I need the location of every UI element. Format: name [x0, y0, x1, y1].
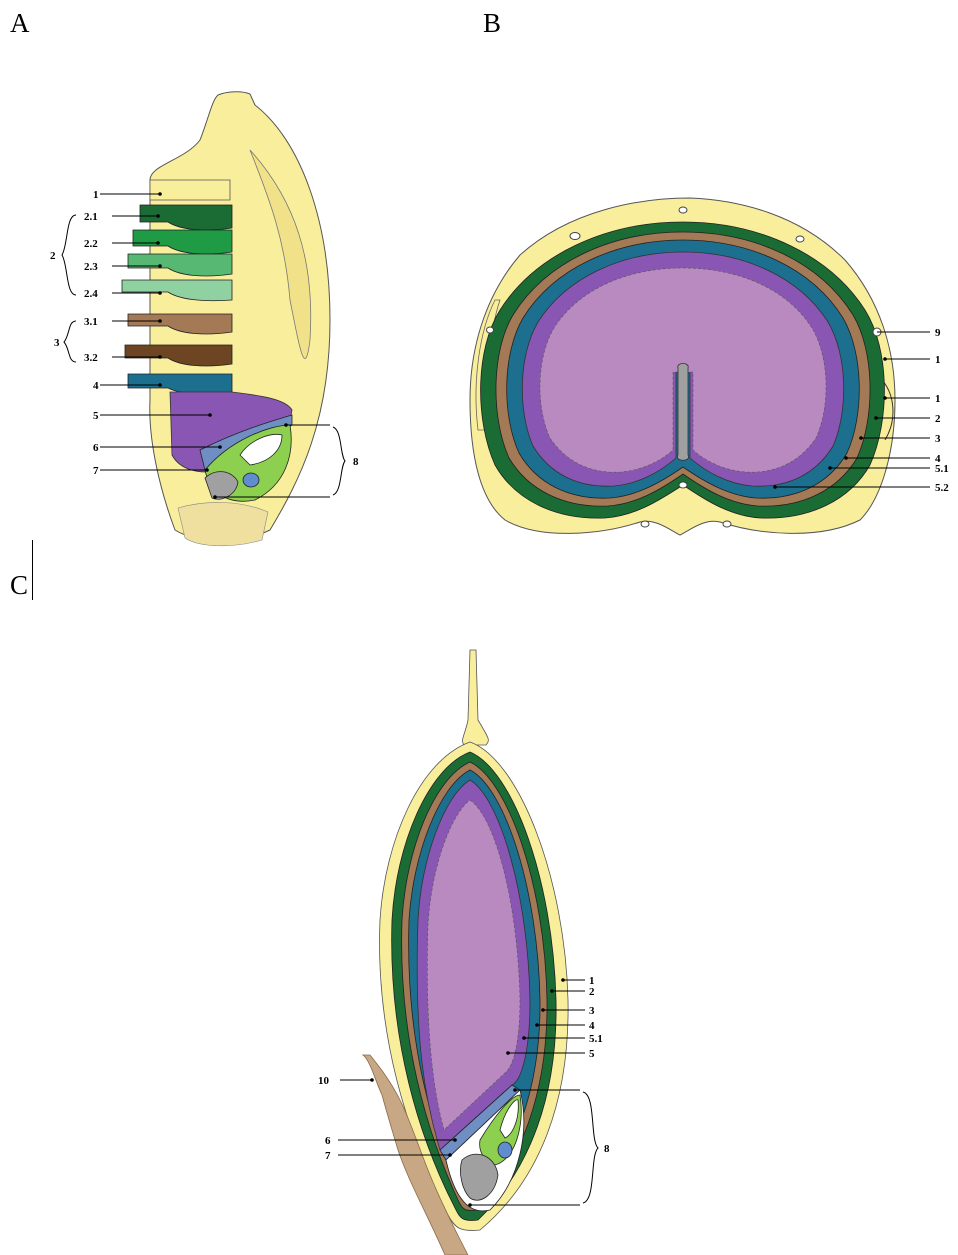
panel-a-layer-3-2: [125, 345, 232, 366]
label: 5.1: [589, 1033, 603, 1045]
label: 2.1: [84, 211, 98, 223]
panel-c-figure: 1 2 3 4 5.1 5 10 6 7 8: [318, 650, 610, 1255]
label: 5: [93, 410, 99, 422]
panel-b-vascular-bundle: [679, 482, 687, 488]
panel-b-pore: [796, 236, 804, 242]
label: 3.1: [84, 316, 98, 328]
label: 7: [93, 465, 99, 477]
label: 2.2: [84, 238, 98, 250]
panel-b-pore: [570, 233, 580, 240]
panel-b-pore: [641, 521, 649, 527]
label: 2: [50, 250, 56, 262]
panel-a-embryo-node: [243, 473, 259, 487]
label: 3: [935, 433, 941, 445]
label: 3: [54, 337, 60, 349]
panel-a-layer-2-2: [133, 230, 232, 254]
label: 1: [935, 393, 941, 405]
panel-b-pore: [487, 327, 494, 333]
label: 8: [604, 1143, 610, 1155]
label: 4: [589, 1020, 595, 1032]
panel-a-layer-4: [128, 374, 232, 394]
label: 2: [935, 413, 941, 425]
panel-a-husk-base: [178, 502, 268, 545]
panel-a-husk-cut: [150, 180, 230, 200]
panel-a-figure: 1 2.1 2.2 2.3 2.4 2 3.1 3.2 3 4 5 6 7 8: [50, 92, 359, 546]
panel-c-embryo-node: [498, 1142, 512, 1158]
panel-b-crease: [677, 364, 688, 461]
panel-c-awn: [463, 650, 489, 745]
label: 3.2: [84, 352, 98, 364]
panel-a-layer-2-3: [128, 254, 232, 276]
label: 2: [589, 986, 595, 998]
label: 1: [93, 189, 99, 201]
panel-b-figure: 9 1 1 2 3 4 5.1 5.2: [470, 198, 949, 535]
label: 3: [589, 1005, 595, 1017]
panel-b-labels: 9 1 1 2 3 4 5.1 5.2: [935, 327, 949, 494]
label: 2.4: [84, 288, 98, 300]
label: 5: [589, 1048, 595, 1060]
label: 9: [935, 327, 941, 339]
label: 5.2: [935, 482, 949, 494]
label: 2.3: [84, 261, 98, 273]
label: 6: [325, 1135, 331, 1147]
panel-b-pore: [723, 521, 731, 527]
panel-a-layer-3-1: [128, 314, 232, 334]
label: 8: [353, 456, 359, 468]
label: 10: [318, 1075, 330, 1087]
panel-b-pore: [679, 207, 687, 213]
label: 7: [325, 1150, 331, 1162]
label: 5.1: [935, 463, 949, 475]
label: 4: [93, 380, 99, 392]
label: 6: [93, 442, 99, 454]
label: 1: [935, 354, 941, 366]
